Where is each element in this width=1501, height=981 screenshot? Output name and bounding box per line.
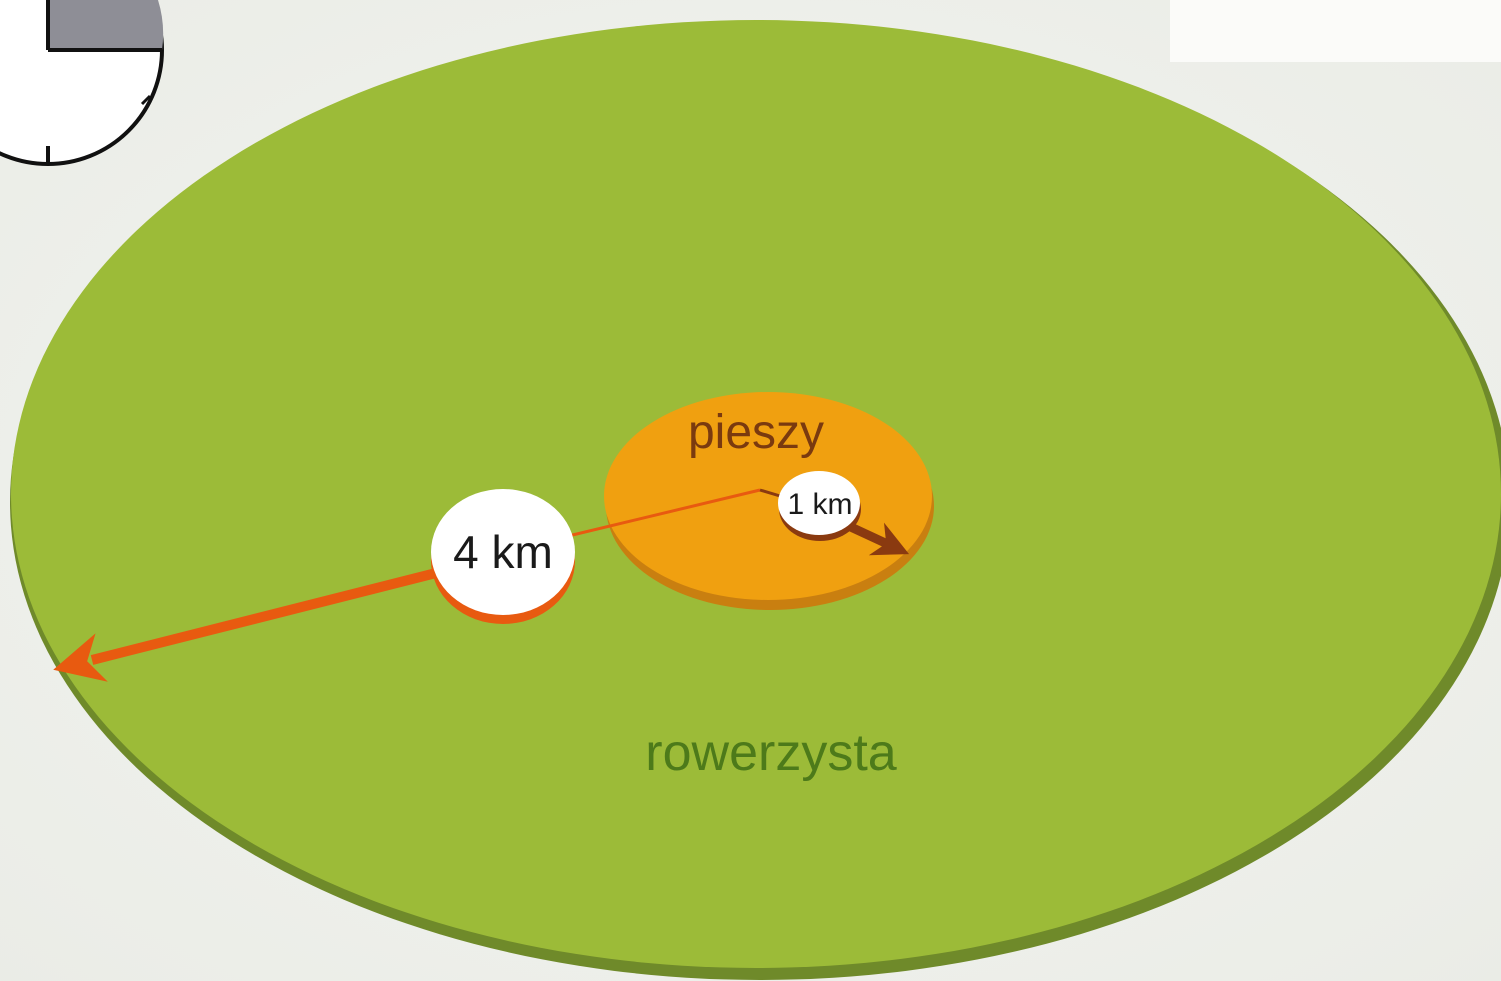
outer-zone-label: rowerzysta <box>645 724 896 782</box>
inner-zone-label: pieszy <box>688 406 824 459</box>
outer-radius-arrow <box>53 567 442 682</box>
inner-distance-badge: 1 km <box>778 471 861 541</box>
inner-zone-pedestrian-range <box>604 392 932 600</box>
clock-icon <box>0 0 164 166</box>
inner-distance-label: 1 km <box>787 488 852 521</box>
outer-distance-badge: 4 km <box>431 489 575 624</box>
outer-distance-label: 4 km <box>453 526 553 578</box>
background-panel <box>1170 0 1501 62</box>
outer-radius-line <box>559 488 761 540</box>
